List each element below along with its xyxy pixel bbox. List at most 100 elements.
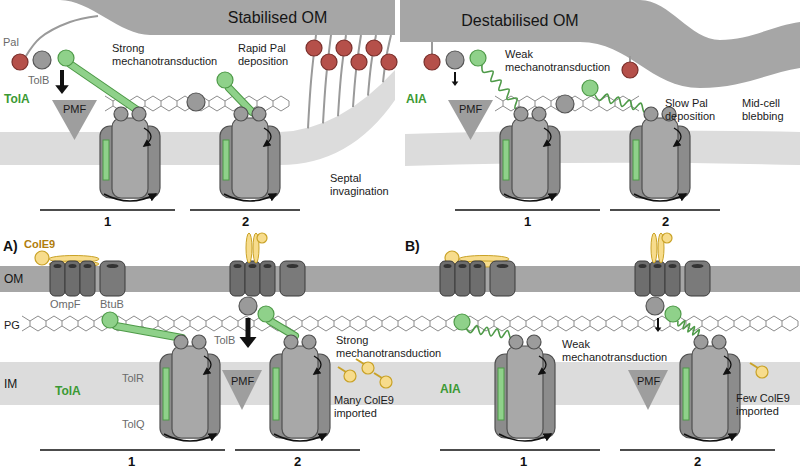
tola-transmembrane — [223, 140, 229, 180]
pmf-gradient — [222, 370, 262, 410]
pmf-label: PMF — [63, 103, 86, 115]
ompf-barrel — [50, 261, 65, 296]
pmf-gradient — [628, 370, 668, 410]
barrel-pore — [459, 264, 467, 268]
membrane-label: Stabilised OM — [228, 9, 328, 27]
rotation-arrow — [314, 356, 321, 374]
barrel-pore — [69, 264, 77, 268]
peptidoglycan — [590, 321, 591, 326]
barrel-pore — [639, 264, 647, 268]
colicin-domain — [380, 376, 392, 388]
peptidoglycan — [654, 321, 655, 326]
peptidoglycan — [46, 321, 47, 326]
annotation: Slow Pal deposition — [665, 97, 715, 122]
colicin-domain — [344, 370, 356, 382]
tolq-motor — [642, 118, 678, 198]
peptidoglycan — [478, 321, 479, 326]
tolb-protein — [556, 95, 574, 113]
peptidoglycan — [366, 321, 367, 326]
protein-label: ColE9 — [24, 238, 55, 250]
annotation: Mid-cell blebbing — [742, 97, 784, 122]
lipid-anchor — [629, 56, 631, 62]
rotation-arrow — [274, 434, 326, 441]
tolr-domain — [302, 335, 316, 349]
label-box: Septal invagination — [330, 172, 394, 198]
label-box: Pal — [3, 36, 19, 49]
barrel-pore — [444, 264, 452, 268]
peptidoglycan — [78, 321, 79, 326]
peptidoglycan — [382, 321, 383, 326]
tola-helix — [116, 326, 182, 338]
annotation: Weak mechanotransduction — [562, 338, 667, 363]
ompf-barrel — [230, 261, 245, 296]
label-box: Weak mechanotransduction — [505, 48, 613, 74]
ompf-barrel — [635, 261, 650, 296]
ompf-barrel — [455, 261, 470, 296]
rotation-arrow — [504, 194, 556, 201]
pmf-label: PMF — [459, 103, 482, 115]
peptidoglycan — [334, 321, 335, 326]
colicin-tail — [374, 373, 382, 378]
rotation-arrow — [164, 434, 216, 441]
peptidoglycan — [222, 321, 223, 326]
label-box: 1 — [520, 454, 527, 469]
pal-protein — [622, 62, 638, 78]
tola-domain — [258, 306, 274, 322]
peptidoglycan — [209, 101, 210, 106]
peptidoglycan — [161, 101, 162, 106]
callout-number: 2 — [242, 214, 249, 229]
tola-domain — [470, 50, 486, 66]
pal-protein — [306, 40, 322, 56]
label-box: Few ColE9 imported — [736, 392, 796, 418]
tolb-protein — [33, 51, 51, 69]
panel-rule — [440, 449, 600, 451]
force-arrow — [454, 72, 456, 82]
label-box: 1 — [104, 214, 111, 229]
peptidoglycan — [526, 321, 527, 326]
label-box: Slow Pal deposition — [665, 97, 725, 123]
colicin-domain — [756, 366, 768, 378]
membrane-band: Destabilised OM — [440, 2, 600, 40]
rotation-arrow — [264, 128, 271, 146]
callout-number: 1 — [128, 454, 135, 469]
lipid-anchor — [323, 35, 331, 123]
pal-protein — [351, 54, 367, 70]
outer-membrane — [60, 0, 395, 35]
callout-number: 2 — [294, 454, 301, 469]
tola-transmembrane — [683, 368, 689, 420]
peptidoglycan — [503, 101, 504, 106]
colicin-domain — [257, 233, 267, 243]
pal-protein — [424, 54, 440, 70]
peptidoglycan — [350, 321, 351, 326]
tola-helix — [116, 326, 182, 338]
btub-barrel — [100, 261, 125, 296]
tola-domain — [102, 312, 118, 328]
label-box: A) — [3, 238, 18, 254]
pal-protein — [381, 54, 397, 70]
ompf-barrel — [65, 261, 80, 296]
peptidoglycan — [638, 321, 639, 326]
tola-transmembrane — [273, 368, 279, 420]
colicin-domain — [35, 251, 49, 265]
peptidoglycan — [177, 101, 178, 106]
peptidoglycan — [798, 321, 799, 326]
label-box: TolA — [4, 92, 30, 106]
peptidoglycan — [318, 321, 319, 326]
tolq-motor — [512, 118, 548, 198]
panel-rule — [455, 209, 600, 211]
peptidoglycan — [273, 101, 274, 106]
protein-label: AIA — [440, 382, 461, 396]
membrane-label: OM — [4, 272, 23, 286]
tola-domain — [665, 306, 681, 322]
peptidoglycan — [398, 321, 399, 326]
label-box: TolQ — [122, 418, 145, 431]
pmf-label: PMF — [637, 375, 660, 387]
label-box: Weak mechanotransduction — [562, 338, 668, 364]
tola-transmembrane — [633, 140, 639, 180]
colicin-tail — [338, 367, 346, 372]
tola-helix — [270, 321, 295, 336]
peptidoglycan — [494, 321, 495, 326]
colicin-domain — [362, 362, 374, 374]
force-arrow — [452, 82, 459, 86]
aia-linker — [466, 326, 517, 340]
